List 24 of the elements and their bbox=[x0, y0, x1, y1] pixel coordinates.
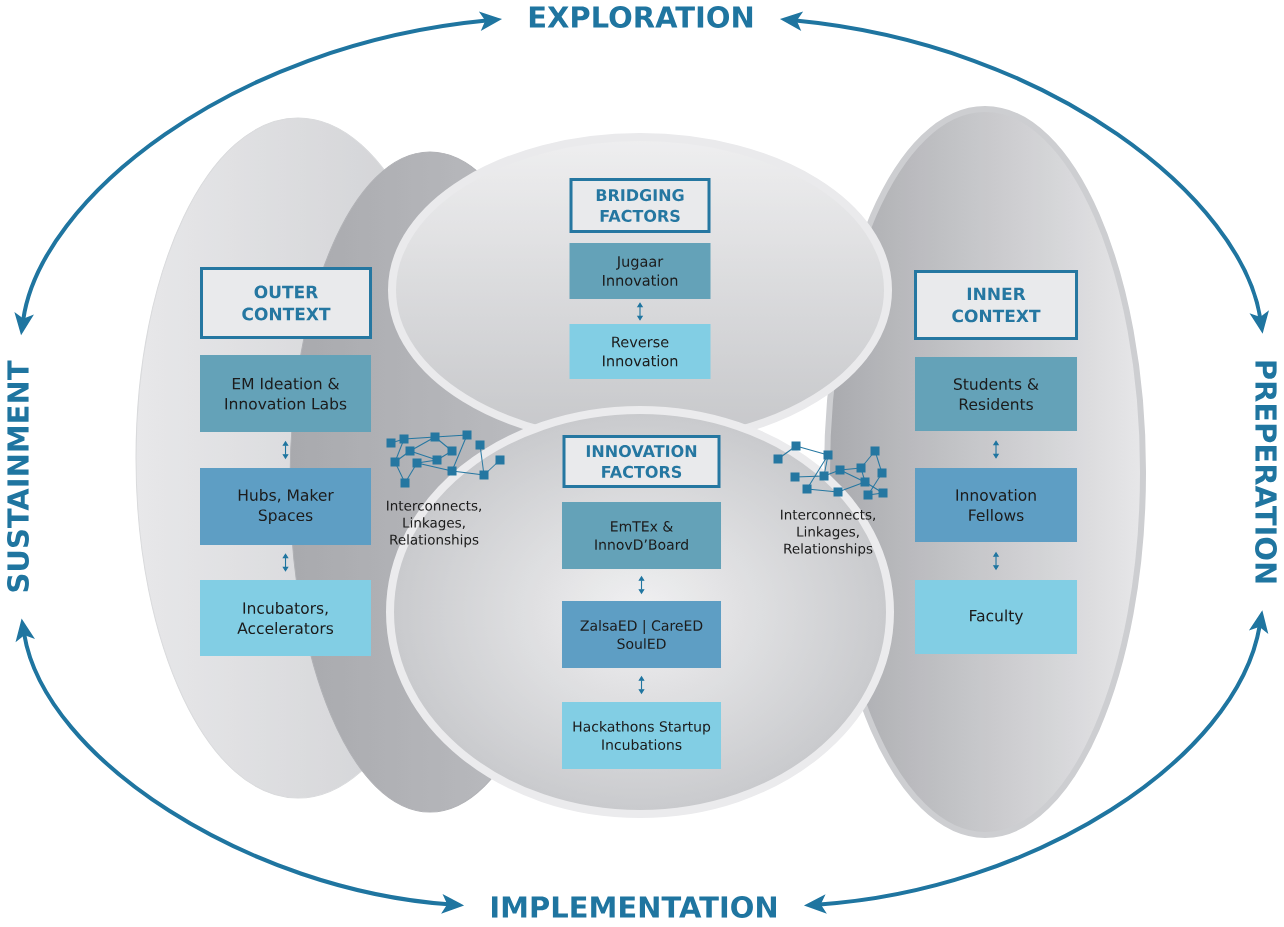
factor-box: Hackathons Startup Incubations bbox=[562, 702, 721, 769]
caption: Interconnects, Linkages, Relationships bbox=[781, 509, 875, 557]
factor-box: Faculty bbox=[915, 580, 1077, 654]
factor-box: Hubs, Maker Spaces bbox=[200, 468, 371, 545]
arrow bbox=[992, 440, 1000, 459]
caption: Interconnects, Linkages, Relationships bbox=[387, 500, 481, 548]
factor-box: Incubators, Accelerators bbox=[200, 580, 371, 656]
arrow bbox=[282, 553, 289, 572]
factor-box: Students & Residents bbox=[915, 357, 1077, 431]
stage-label: EXPLORATION bbox=[529, 6, 753, 28]
factor-box: Innovation Fellows bbox=[915, 468, 1077, 542]
heading-box: INNOVATION FACTORS bbox=[562, 435, 721, 488]
factor-box: EmTEx & InnovD’Board bbox=[562, 502, 721, 569]
arrow bbox=[636, 302, 644, 321]
heading-box: INNER CONTEXT bbox=[914, 270, 1078, 340]
factor-box: ZalsaED | CareED SoulED bbox=[562, 601, 721, 668]
factor-box: Jugaar Innovation bbox=[569, 243, 711, 299]
factor-box: Reverse Innovation bbox=[569, 324, 711, 379]
heading-box: OUTER CONTEXT bbox=[200, 267, 372, 339]
stage-label: IMPLEMENTATION bbox=[492, 896, 776, 918]
factor-box: EM Ideation & Innovation Labs bbox=[200, 355, 371, 432]
stage-label: SUSTAINMENT bbox=[7, 360, 29, 592]
stage-label: PREPERATION bbox=[1255, 361, 1277, 583]
heading-box: BRIDGING FACTORS bbox=[569, 178, 711, 233]
